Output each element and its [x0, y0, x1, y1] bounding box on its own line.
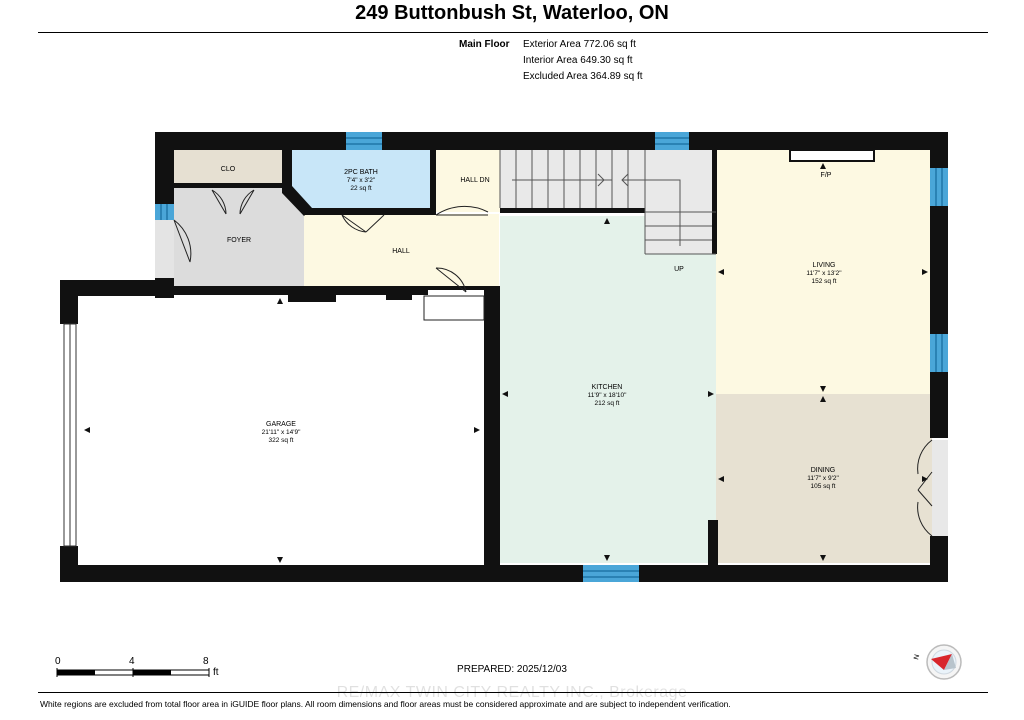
- label-kitchen: KITCHEN: [592, 384, 623, 391]
- window-mullions: [160, 137, 943, 578]
- garage-area: 322 sq ft: [269, 437, 294, 444]
- dining-fill: [716, 394, 932, 563]
- bath-fill: [292, 150, 430, 208]
- kitchen-fill: [500, 216, 716, 563]
- fireplace: [789, 149, 875, 162]
- excluded-area: Excluded Area 364.89 sq ft: [523, 71, 643, 82]
- label-fp: F/P: [821, 172, 832, 179]
- label-hall: HALL: [392, 248, 410, 255]
- window-kitchen: [583, 565, 639, 582]
- scale-unit: ft: [213, 667, 219, 678]
- interior-area: Interior Area 649.30 sq ft: [523, 55, 633, 66]
- window-foyer: [155, 204, 174, 220]
- page-title: 249 Buttonbush St, Waterloo, ON: [355, 2, 669, 24]
- garage-dims: 21'11" x 14'9": [262, 429, 301, 436]
- foyer-fill: [174, 186, 304, 286]
- label-clo: CLO: [221, 166, 236, 173]
- label-foyer: FOYER: [227, 237, 251, 244]
- hall-dn-fill: [436, 150, 500, 212]
- scale-tick-0: 0: [55, 656, 61, 667]
- living-area: 152 sq ft: [812, 278, 837, 285]
- living-fill: [716, 150, 932, 394]
- footer-rule: [38, 692, 988, 693]
- windows: [155, 132, 948, 582]
- bath-area: 22 sq ft: [350, 185, 372, 192]
- front-porch-area: [155, 220, 174, 278]
- label-living: LIVING: [813, 262, 836, 269]
- living-dims: 11'7" x 13'2": [806, 270, 842, 277]
- prepared-date: PREPARED: 2025/12/03: [457, 664, 567, 675]
- window-bath: [346, 132, 382, 150]
- garage-door: [63, 323, 77, 547]
- header-rule: [38, 32, 988, 33]
- window-stairs: [655, 132, 689, 150]
- scale-tick-4: 4: [129, 656, 135, 667]
- floor-label: Main Floor: [459, 39, 510, 50]
- dining-dims: 11'7" x 9'2": [807, 475, 839, 482]
- window-living-2: [930, 334, 948, 372]
- compass-icon: [926, 644, 962, 680]
- kitchen-area: 212 sq ft: [595, 400, 620, 407]
- footer-disclaimer: White regions are excluded from total fl…: [40, 699, 731, 709]
- scale-bar: [56, 668, 210, 677]
- window-living-1: [930, 168, 948, 206]
- scale-tick-8: 8: [203, 656, 209, 667]
- label-garage: GARAGE: [266, 421, 296, 428]
- kitchen-dims: 11'9" x 18'10": [588, 392, 627, 399]
- label-up: UP: [674, 266, 684, 273]
- dimension-markers: [84, 163, 928, 563]
- label-hall-dn: HALL DN: [460, 177, 489, 184]
- compass-letter: N: [913, 654, 921, 661]
- closet-fill: [174, 150, 282, 186]
- doors: [173, 189, 933, 537]
- side-entry-area: [932, 440, 948, 536]
- exterior-area: Exterior Area 772.06 sq ft: [523, 39, 636, 50]
- staircase: [499, 150, 716, 255]
- bath-dims: 7'4" x 3'2": [347, 177, 376, 184]
- dining-area: 105 sq ft: [811, 483, 836, 490]
- label-bath: 2PC BATH: [344, 169, 378, 176]
- hall-fill: [304, 214, 499, 286]
- label-dining: DINING: [811, 467, 836, 474]
